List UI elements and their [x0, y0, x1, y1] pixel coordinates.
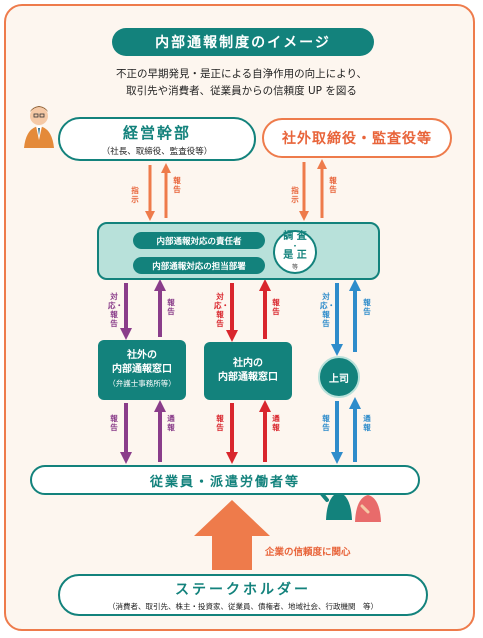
external-window-line-1: 社外の — [127, 350, 157, 361]
label-handle-report-red: 対応・報告 — [214, 292, 229, 328]
stakeholder-subtitle: （消費者、取引先、株主・投資家、従業員、債権者、地域社会、行政機関 等） — [108, 601, 378, 611]
investigate-line-2: 是 正 — [283, 249, 307, 261]
investigate-line-3: 等 — [291, 263, 298, 271]
responsible-dept-pill: 内部通報対応の担当部署 — [133, 257, 265, 274]
external-window-line-2: 内部通報窓口 — [112, 364, 172, 375]
label-report-purple-lower: 報告 — [110, 414, 118, 432]
subtitle-line-2: 取引先や消費者、従業員からの信頼度 UP を図る — [126, 85, 357, 97]
trust-label: 企業の信頼度に関心 — [265, 547, 351, 558]
subtitle-line-1: 不正の早期発見・是正による自浄作用の向上により、 — [115, 68, 368, 80]
outside-directors-box: 社外取締役・監査役等 — [262, 118, 452, 158]
external-window-line-3: （弁護士事務所等） — [108, 379, 176, 388]
label-report-outside: 報告 — [329, 176, 337, 194]
label-report-management: 報告 — [173, 176, 181, 194]
label-handle-report-purple: 対応・報告 — [108, 292, 123, 328]
page-title: 内部通報制度のイメージ — [112, 28, 374, 56]
internal-window-line-1: 社内の — [233, 358, 263, 369]
employees-box: 従業員・派遣労働者等 — [30, 465, 420, 495]
label-notify-purple: 通報 — [167, 414, 175, 432]
management-box: 経営幹部 （社長、取締役、監査役等） — [58, 117, 256, 161]
investigate-circle: 調 査 ・ 是 正 等 — [273, 230, 317, 274]
investigate-dot: ・ — [291, 241, 299, 250]
management-title: 経営幹部 — [122, 123, 191, 142]
label-report-red-lower: 報告 — [216, 414, 224, 432]
investigate-line-1: 調 査 — [283, 230, 307, 242]
stakeholder-box: ステークホルダー （消費者、取引先、株主・投資家、従業員、債権者、地域社会、行政… — [58, 574, 428, 616]
label-notify-blue: 通報 — [363, 414, 371, 432]
internal-window-line-2: 内部通報窓口 — [218, 372, 278, 383]
subtitle: 不正の早期発見・是正による自浄作用の向上により、 取引先や消費者、従業員からの信… — [40, 66, 443, 100]
label-notify-red: 通報 — [272, 414, 280, 432]
management-subtitle: （社長、取締役、監査役等） — [101, 146, 213, 157]
boss-circle: 上司 — [318, 356, 360, 398]
label-report-blue: 報告 — [363, 298, 371, 316]
responsible-person-pill: 内部通報対応の責任者 — [133, 232, 265, 249]
internal-window-box: 社内の 内部通報窓口 — [204, 342, 292, 400]
label-report-red: 報告 — [272, 298, 280, 316]
label-instruct-management: 指示 — [131, 186, 139, 204]
external-window-box: 社外の 内部通報窓口 （弁護士事務所等） — [98, 340, 186, 400]
trust-up-arrow — [194, 500, 270, 570]
label-report-purple: 報告 — [167, 298, 175, 316]
stakeholder-title: ステークホルダー — [175, 581, 311, 598]
label-instruct-outside: 指示 — [291, 186, 299, 204]
label-report-blue-lower: 報告 — [322, 414, 330, 432]
label-handle-report-blue: 対応・報告 — [320, 292, 335, 328]
